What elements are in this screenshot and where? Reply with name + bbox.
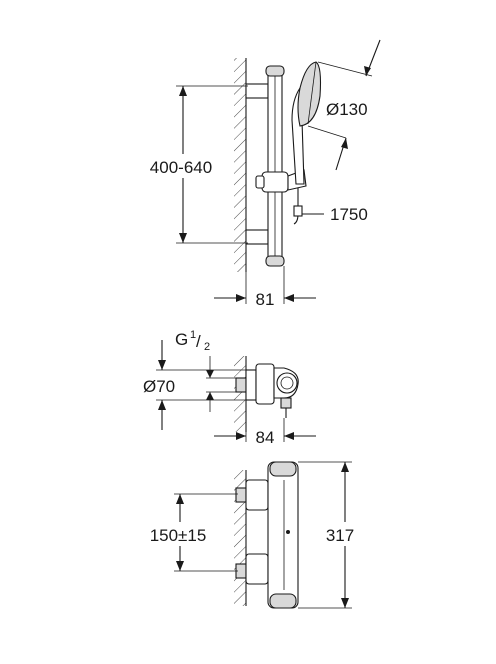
hand-shower-face (307, 61, 317, 125)
rosette-dim-arrow-top (158, 360, 166, 370)
wall-offset-label: 81 (256, 290, 275, 309)
upper-wall-bracket (245, 83, 269, 99)
body-length-arrow-top (341, 462, 349, 472)
middle-view-mixer-side: G 1 / 2 Ø70 84 (143, 329, 316, 447)
rosette-dim-arrow-bottom (158, 400, 166, 410)
rosette-diameter-label: Ø70 (143, 377, 175, 396)
head-diameter-label: Ø130 (326, 100, 368, 119)
outlet-nozzle (280, 397, 292, 409)
mixer-bottom-handle (269, 593, 297, 609)
head-diameter-ext-2 (307, 125, 347, 139)
hose-length-label: 1750 (330, 205, 368, 224)
projection-arrow-left (236, 432, 246, 440)
wall-hatch-top (234, 58, 246, 272)
thread-label-slash: / (196, 332, 201, 351)
rail-end-bottom (265, 255, 285, 267)
thread-label-numerator: 1 (190, 329, 196, 341)
mixer-top-handle (269, 461, 297, 477)
wall-offset-arrow-right (284, 294, 294, 302)
height-range-arrow-top (179, 86, 187, 96)
thread-label-denominator: 2 (204, 341, 210, 353)
head-diameter-arrow-2 (341, 138, 348, 149)
rosette (245, 369, 257, 401)
inlet-spacing-arrow-bottom (176, 561, 184, 571)
top-view-shower-rail: 400-640 Ø130 1750 81 (138, 39, 381, 309)
head-diameter-ext-1 (317, 61, 373, 77)
inlet-spacing-label: 150±15 (150, 526, 207, 545)
slider-holder (261, 171, 289, 193)
height-range-arrow-bottom (179, 233, 187, 243)
inlet-spacing-arrow-top (176, 494, 184, 504)
outlet-ring (276, 372, 298, 394)
thread-arrow-lower (206, 392, 214, 400)
bottom-view-mixer-front: 150±15 317 (134, 461, 362, 609)
wall-offset-arrow-left (236, 294, 246, 302)
hand-shower-head (297, 61, 322, 127)
projection-arrow-right (284, 432, 294, 440)
slider-knob (255, 175, 265, 189)
lower-inlet-rosette (245, 553, 269, 585)
head-diameter-arrow-1 (364, 66, 371, 76)
projection-label: 84 (256, 428, 275, 447)
mixer-marker (286, 530, 290, 534)
upper-inlet-rosette (245, 479, 269, 511)
body-length-label: 317 (326, 526, 354, 545)
body-length-arrow-bottom (341, 598, 349, 608)
mixer-body-front (267, 461, 299, 609)
hose-nut (293, 205, 303, 217)
height-range-label: 400-640 (150, 158, 212, 177)
wall-hatch-middle (234, 356, 246, 432)
outlet-ring-inner (280, 376, 294, 390)
rail-end-top (265, 65, 285, 77)
thread-label-main: G (175, 330, 188, 349)
eccentric-connector (235, 377, 247, 393)
thread-arrow (206, 370, 214, 378)
upper-inlet-connector (235, 487, 247, 503)
lower-wall-bracket (245, 229, 269, 245)
mixer-body-side (255, 363, 275, 405)
